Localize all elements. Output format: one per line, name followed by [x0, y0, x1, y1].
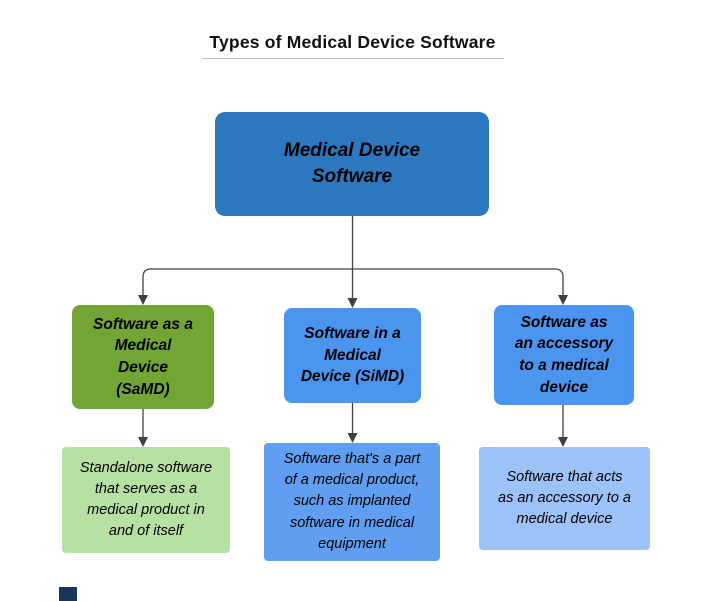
bottom-left-mark — [59, 587, 77, 601]
node-medical-device-software: Medical Device Software — [215, 112, 489, 216]
title-underline — [202, 58, 504, 59]
node-samd: Software as a Medical Device (SaMD) — [72, 305, 214, 409]
arrow-down-icon — [558, 295, 568, 305]
arrow-down-icon — [138, 437, 148, 447]
branch-horizontal-line — [142, 268, 564, 296]
arrow-down-icon — [138, 295, 148, 305]
arrow-down-icon — [558, 437, 568, 447]
description-simd: Software that's a part of a medical prod… — [264, 443, 440, 561]
description-accessory: Software that acts as an accessory to a … — [479, 447, 650, 550]
node-simd: Software in a Medical Device (SiMD) — [284, 308, 421, 403]
node-accessory: Software as an accessory to a medical de… — [494, 305, 634, 405]
arrow-down-icon — [347, 433, 358, 443]
arrow-down-icon — [347, 298, 358, 308]
diagram-title: Types of Medical Device Software — [209, 32, 496, 52]
description-samd: Standalone software that serves as a med… — [62, 447, 230, 553]
